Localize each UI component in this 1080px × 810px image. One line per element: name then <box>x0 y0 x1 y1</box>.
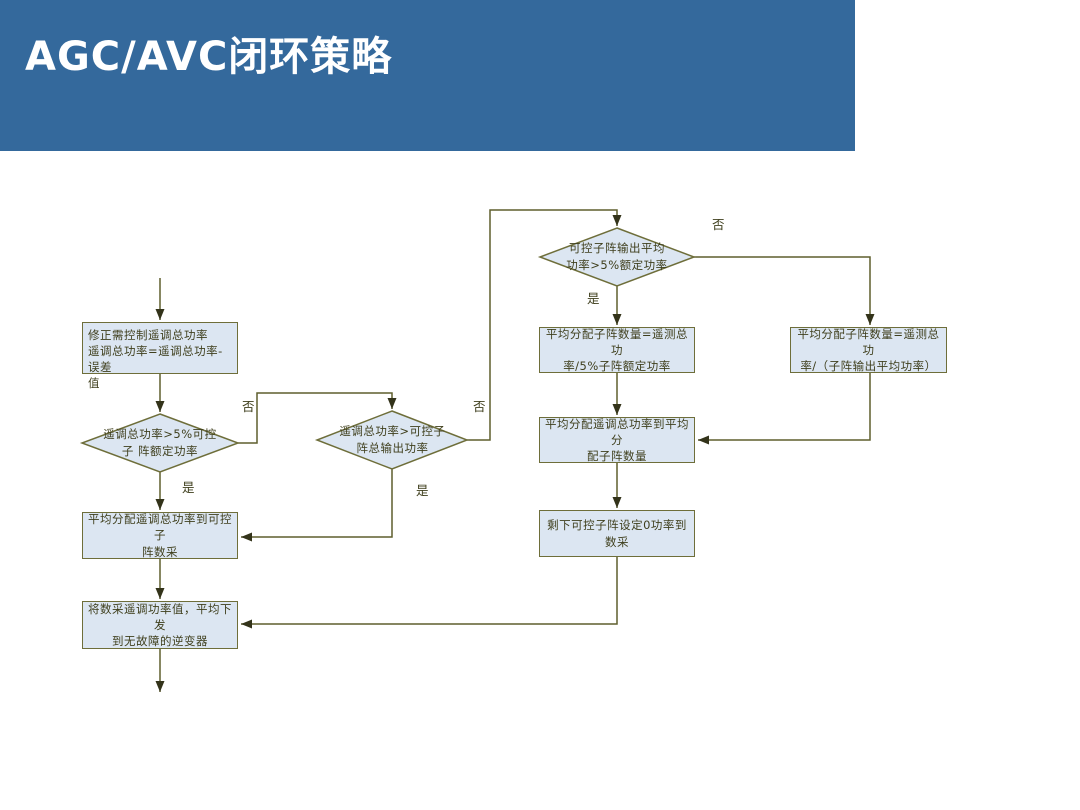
node-count-by-5pct-rated: 平均分配子阵数量=遥测总功 率/5%子阵额定功率 <box>539 327 695 373</box>
slide-header: AGC/AVC闭环策略 <box>0 0 855 151</box>
node-send-to-inverters: 将数采遥调功率值，平均下发 到无故障的逆变器 <box>82 601 238 649</box>
branch-label-d3-no: 否 <box>712 217 725 232</box>
branch-label-d1-no: 否 <box>242 399 255 414</box>
node-assign-to-count: 平均分配遥调总功率到平均分 配子阵数量 <box>539 417 695 463</box>
connector-d2-yes-to-assign <box>241 469 393 542</box>
branch-label-d2-no: 否 <box>473 399 486 414</box>
branch-label-d3-yes: 是 <box>587 291 600 306</box>
node-assign-to-controllable: 平均分配遥调总功率到可控子 阵数采 <box>82 512 238 559</box>
node-count-by-avg-output: 平均分配子阵数量=遥测总功 率/（子阵输出平均功率） <box>790 327 947 373</box>
branch-label-d1-yes: 是 <box>182 480 195 495</box>
decision-remote-gt-5pct-label: 遥调总功率>5%可控 子 阵额定功率 <box>103 427 217 458</box>
node-correct-power: 修正需控制遥调总功率 遥调总功率=遥调总功率-误差 值 <box>82 322 238 390</box>
connector-d3-no-to-countavg <box>694 256 875 325</box>
decision-remote-gt-output-label: 遥调总功率>可控子 阵总输出功率 <box>339 424 446 455</box>
page-title: AGC/AVC闭环策略 <box>25 34 393 80</box>
decision-avg-gt-5pct-label: 可控子阵输出平均 功率>5%额定功率 <box>566 241 668 272</box>
connector-zero-to-send <box>241 557 618 629</box>
node-zero-power-rest: 剩下可控子阵设定0功率到数采 <box>539 510 695 557</box>
connector-countavg-to-assigncount <box>698 373 871 445</box>
branch-label-d2-yes: 是 <box>416 483 429 498</box>
